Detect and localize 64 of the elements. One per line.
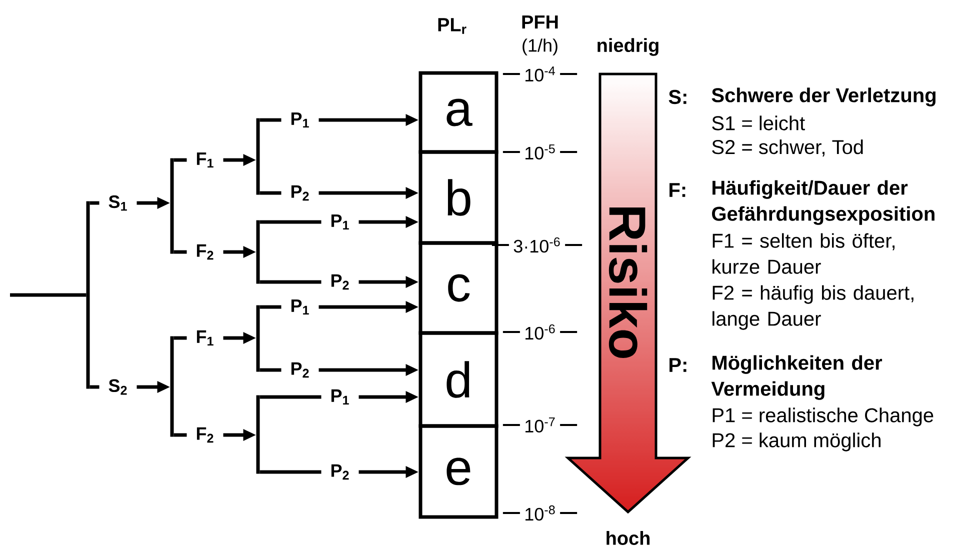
level-box: d <box>418 331 498 428</box>
key-text: F1 = selten bis öfter, kurze Dauer <box>712 233 894 274</box>
branch-line <box>260 280 322 284</box>
branch-bar <box>86 201 90 389</box>
key-heading: Häufigkeit/Dauer der Gefährdungsexposition <box>712 180 934 225</box>
level-box: e <box>418 424 498 519</box>
branch-label: P$_{1}$ <box>291 299 309 315</box>
branch-line <box>260 305 282 309</box>
branch-label: P$_{2}$ <box>291 185 309 201</box>
key-letter: P: <box>670 358 686 372</box>
branch-line <box>260 220 322 224</box>
branch-line <box>174 433 187 437</box>
branch-bar <box>170 336 174 437</box>
key-text: S1 = leicht <box>712 116 805 130</box>
key-text: S2 = schwer, Tod <box>712 139 863 157</box>
column-heading: PFH <box>522 15 558 29</box>
branch-line <box>90 201 100 205</box>
branch-line <box>260 118 282 122</box>
key-text: F2 = häufig bis dauert, lange Dauer <box>712 285 914 330</box>
branch-line <box>90 385 100 389</box>
branch-label: P$_{2}$ <box>331 464 349 480</box>
column-heading: hoch <box>606 531 650 545</box>
column-heading: PL$_{r}$ <box>438 18 466 34</box>
key-letter: F: <box>670 183 686 197</box>
branch-bar <box>256 395 260 474</box>
branch-bar <box>256 118 260 195</box>
scale-label: 10$^{-6}$ <box>526 324 555 340</box>
branch-line <box>174 158 187 162</box>
branch-line <box>260 395 322 399</box>
branch-bar <box>256 220 260 284</box>
branch-line <box>174 336 187 340</box>
unit-label: (1/h) <box>522 38 558 56</box>
key-heading: Möglichkeiten der Vermeidung <box>711 355 882 400</box>
level-box: a <box>418 71 498 154</box>
branch-label: F$_{2}$ <box>196 244 214 260</box>
column-heading: niedrig <box>598 38 658 56</box>
branch-line <box>10 293 86 297</box>
scale-label: 3·10$^{-6}$ <box>514 237 560 253</box>
branch-line <box>260 191 282 195</box>
scale-label: 10$^{-8}$ <box>526 505 555 521</box>
branch-line <box>260 470 322 474</box>
scale-label: 10$^{-7}$ <box>526 417 555 433</box>
branch-label: S$_{2}$ <box>108 379 127 395</box>
branch-label: P$_{1}$ <box>331 214 349 230</box>
level-box: c <box>418 241 498 335</box>
branch-label: P$_{1}$ <box>291 112 309 128</box>
scale-label: 10$^{-5}$ <box>526 144 555 160</box>
branch-label: F$_{2}$ <box>196 427 214 443</box>
branch-label: P$_{2}$ <box>331 274 349 290</box>
key-text: P1 = realistische Change <box>712 408 934 426</box>
branch-label: P$_{2}$ <box>291 362 309 378</box>
key-letter: S: <box>668 90 686 104</box>
level-box: b <box>418 150 498 245</box>
branch-label: F$_{1}$ <box>196 152 214 168</box>
branch-label: F$_{1}$ <box>196 330 214 346</box>
branch-label: P$_{1}$ <box>331 389 349 405</box>
branch-label: S$_{1}$ <box>108 195 127 211</box>
scale-label: 10$^{-4}$ <box>526 66 555 82</box>
branch-line <box>260 368 282 372</box>
branch-bar <box>256 305 260 372</box>
key-text: P2 = kaum möglich <box>712 432 880 452</box>
key-heading: Schwere der Verletzung <box>712 88 936 106</box>
branch-bar <box>170 158 174 254</box>
branch-line <box>174 250 187 254</box>
